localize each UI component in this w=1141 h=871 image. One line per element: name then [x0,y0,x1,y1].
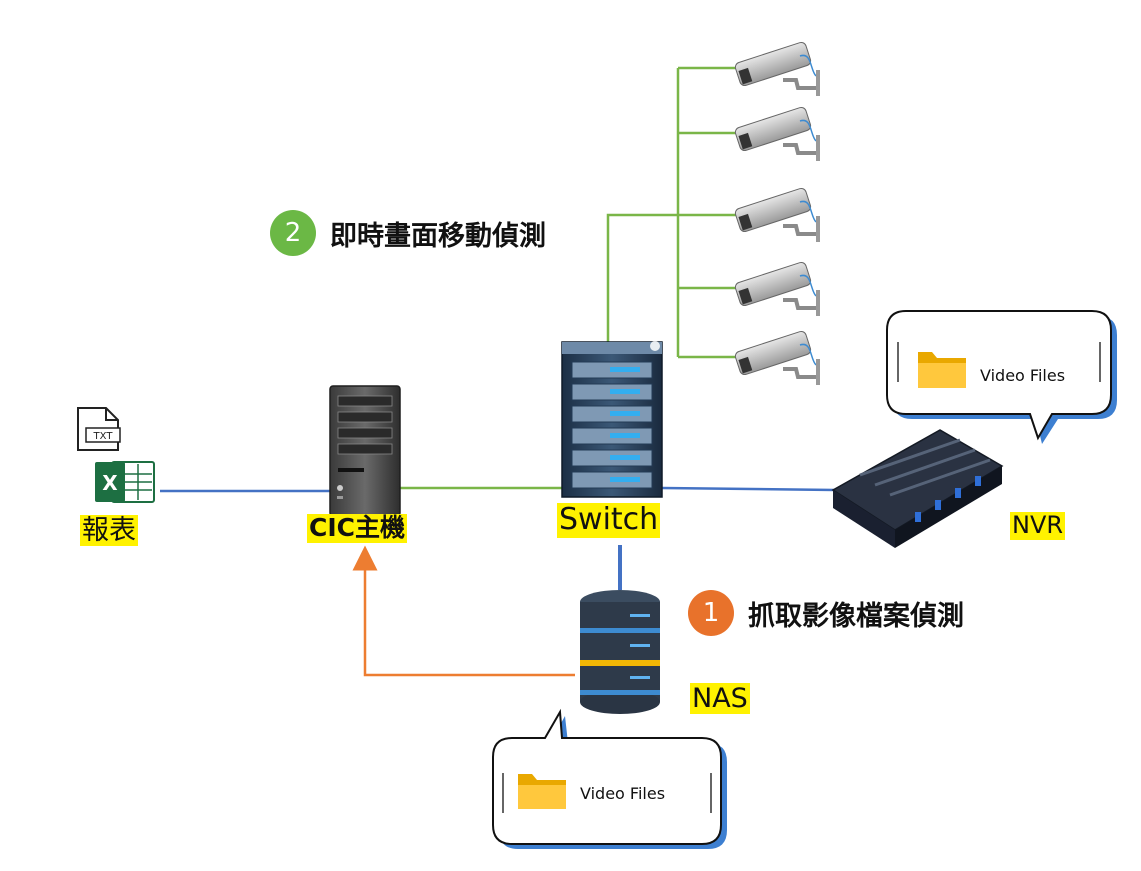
nvr-bubble-text: Video Files [980,366,1066,385]
step-1-text: 抓取影像檔案偵測 [748,600,964,632]
camera-icon [734,41,820,96]
switch-rack-icon [561,341,663,498]
link-switch-camera-bus [606,213,678,342]
nvr-label: NVR [1010,511,1066,540]
nas-bubble-text: Video Files [580,784,666,803]
camera-icon [734,106,820,161]
connection-lines [160,66,836,677]
security-cameras [734,41,820,385]
nvr-device-icon [831,429,1004,548]
txt-file-icon: TXT [77,407,121,451]
folder-icon [918,352,966,388]
arrow-nas-to-cic [352,545,575,677]
switch-label: Switch [557,502,661,538]
camera-icon [734,261,820,316]
excel-icon-letter: X [102,471,118,495]
nas-label: NAS [690,683,750,715]
step-1-annotation: 1 抓取影像檔案偵測 [688,590,964,636]
txt-icon-label: TXT [93,431,114,442]
step-1-badge: 1 [688,590,734,636]
excel-icon: X [95,461,155,503]
step-2-text: 即時畫面移動偵測 [330,220,546,252]
camera-icon [734,330,820,385]
report-label: 報表 [80,515,138,547]
cic-host-label: CIC主機 [307,513,407,543]
step-2-badge: 2 [270,210,316,256]
step-2-annotation: 2 即時畫面移動偵測 [270,210,546,256]
nvr-speech-bubble [886,310,1117,444]
camera-icon [734,187,820,242]
folder-icon [518,774,566,809]
nas-storage-icon [580,590,660,714]
cic-tower-icon [329,385,401,517]
link-switch-nvr [661,486,836,492]
nas-speech-bubble [492,708,727,849]
